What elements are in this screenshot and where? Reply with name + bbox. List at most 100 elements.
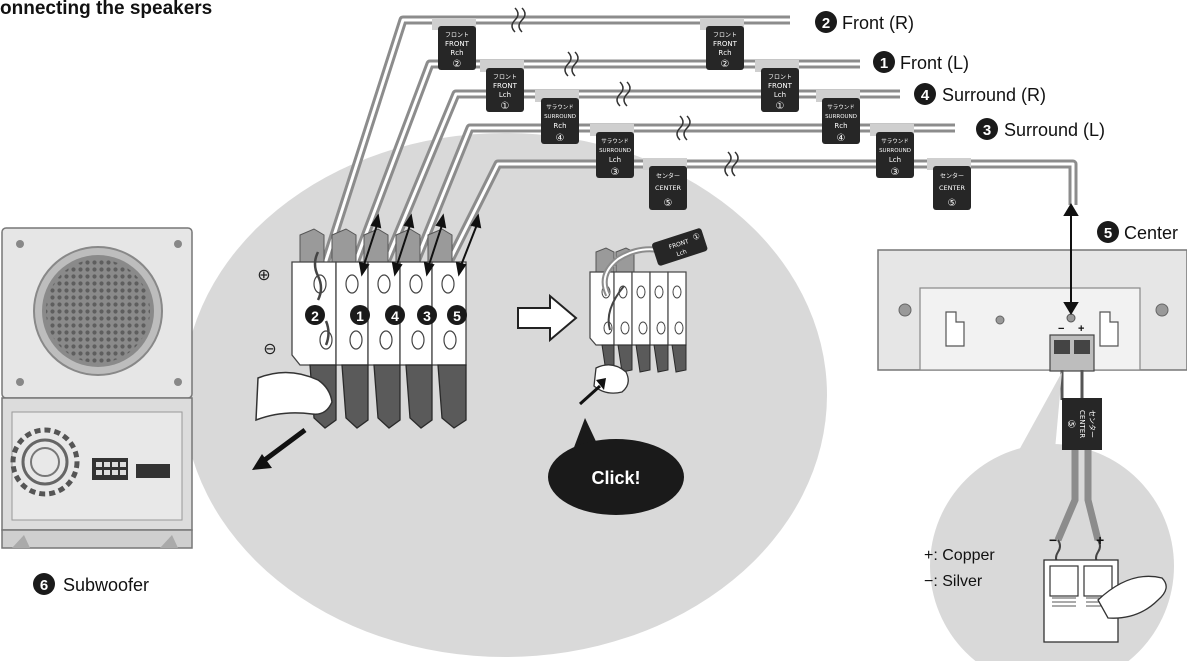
svg-text:①: ① xyxy=(692,231,702,242)
subwoofer-label: 6 Subwoofer xyxy=(33,573,149,595)
svg-text:FRONT: FRONT xyxy=(768,82,793,90)
page-title: onnecting the speakers xyxy=(0,0,213,19)
tag-surround-l-left: サラウンド SURROUND Lch ③ xyxy=(590,124,634,178)
svg-text:SURROUND: SURROUND xyxy=(825,114,857,120)
click-callout: Click! xyxy=(548,418,684,515)
svg-text:6: 6 xyxy=(40,577,48,594)
svg-text:①: ① xyxy=(776,101,785,112)
svg-text:Center: Center xyxy=(1124,223,1178,243)
channel-label-surround-r: 4 Surround (R) xyxy=(914,83,1046,105)
tag-surround-r-left: サラウンド SURROUND Rch ④ xyxy=(535,90,579,144)
center-wire-in-bubble: センター CENTER ⑤ − + xyxy=(1043,398,1167,643)
svg-text:Lch: Lch xyxy=(499,91,511,99)
svg-text:②: ② xyxy=(721,59,730,70)
svg-text:Front (L): Front (L) xyxy=(900,53,969,73)
svg-text:センター: センター xyxy=(656,172,680,180)
center-speaker: − + xyxy=(877,249,1187,372)
svg-text:CENTER: CENTER xyxy=(1078,410,1086,438)
svg-text:③: ③ xyxy=(611,167,620,178)
svg-text:Rch: Rch xyxy=(718,49,731,57)
terminal-magnifier-bubble xyxy=(144,133,827,657)
svg-text:⑤: ⑤ xyxy=(948,198,957,209)
svg-text:Subwoofer: Subwoofer xyxy=(63,575,149,595)
svg-text:SURROUND: SURROUND xyxy=(599,148,631,154)
tag-surround-r-right: サラウンド SURROUND Rch ④ xyxy=(816,90,860,144)
tag-center-right: センター CENTER ⑤ xyxy=(927,158,971,210)
svg-text:Front (R): Front (R) xyxy=(842,13,914,33)
svg-text:フロント: フロント xyxy=(768,74,792,81)
subwoofer xyxy=(1,227,193,549)
svg-text:−: − xyxy=(1049,532,1057,548)
svg-text:④: ④ xyxy=(556,133,565,144)
svg-text:3: 3 xyxy=(983,122,991,139)
svg-text:2: 2 xyxy=(822,15,830,32)
svg-text:1: 1 xyxy=(356,308,364,324)
svg-text:5: 5 xyxy=(453,308,461,324)
svg-text:2: 2 xyxy=(311,308,319,324)
tag-center-left: センター CENTER ⑤ xyxy=(643,158,687,210)
svg-text:FRONT: FRONT xyxy=(713,40,738,48)
svg-text:Lch: Lch xyxy=(889,156,901,164)
svg-text:サラウンド: サラウンド xyxy=(827,103,855,111)
svg-text:サラウンド: サラウンド xyxy=(601,137,629,145)
hand-icon xyxy=(255,371,333,422)
minus-terminal-symbol: ⊖ xyxy=(263,341,276,358)
next-step-arrow xyxy=(517,293,578,343)
svg-text:③: ③ xyxy=(891,167,900,178)
push-direction-arrow xyxy=(252,427,307,470)
svg-text:Lch: Lch xyxy=(609,156,621,164)
svg-text:フロント: フロント xyxy=(493,74,517,81)
terminal-block: ⊕ ⊖ xyxy=(252,213,482,470)
svg-text:Rch: Rch xyxy=(834,122,847,130)
svg-text:Surround (L): Surround (L) xyxy=(1004,120,1105,140)
svg-text:4: 4 xyxy=(921,87,930,104)
svg-text:4: 4 xyxy=(391,308,399,324)
svg-text:1: 1 xyxy=(880,55,888,72)
svg-text:Rch: Rch xyxy=(553,122,566,130)
tag-surround-l-right: サラウンド SURROUND Lch ③ xyxy=(870,124,914,178)
svg-text:サラウンド: サラウンド xyxy=(546,103,574,111)
svg-text:サラウンド: サラウンド xyxy=(881,137,909,145)
cable-tags: フロント FRONT Rch ② フロント FRONT Rch ② フロント F… xyxy=(432,18,971,210)
legend-copper: +: Copper xyxy=(924,547,995,564)
wire-color-legend: +: Copper −: Silver xyxy=(924,547,995,590)
legend-silver: −: Silver xyxy=(924,573,983,590)
svg-text:+: + xyxy=(1078,323,1084,335)
inserted-terminal-block: FRONT Lch ① xyxy=(578,228,708,406)
tag-front-l-left: フロント FRONT Lch ① xyxy=(480,60,524,112)
svg-text:Surround (R): Surround (R) xyxy=(942,85,1046,105)
tag-front-r-right: フロント FRONT Rch ② xyxy=(700,18,744,70)
svg-text:フロント: フロント xyxy=(445,32,469,39)
svg-text:CENTER: CENTER xyxy=(655,184,682,192)
svg-text:⑤: ⑤ xyxy=(664,198,673,209)
svg-text:+: + xyxy=(1096,532,1104,548)
svg-text:①: ① xyxy=(501,101,510,112)
svg-text:②: ② xyxy=(453,59,462,70)
svg-text:Rch: Rch xyxy=(450,49,463,57)
svg-text:④: ④ xyxy=(837,133,846,144)
channel-label-surround-l: 3 Surround (L) xyxy=(976,118,1105,140)
svg-text:SURROUND: SURROUND xyxy=(879,148,911,154)
terminal-order-badges: 2 1 4 3 5 xyxy=(305,305,467,325)
svg-text:センター: センター xyxy=(940,172,964,180)
plus-terminal-symbol: ⊕ xyxy=(257,267,270,284)
svg-text:Lch: Lch xyxy=(774,91,786,99)
svg-text:⑤: ⑤ xyxy=(1065,420,1076,429)
svg-text:SURROUND: SURROUND xyxy=(544,114,576,120)
center-wire-detail xyxy=(1060,370,1084,400)
center-connection-arrow xyxy=(1063,203,1079,315)
svg-text:CENTER: CENTER xyxy=(939,184,966,192)
svg-text:フロント: フロント xyxy=(713,32,737,39)
channel-label-center: 5 Center xyxy=(1097,221,1178,243)
svg-text:センター: センター xyxy=(1088,410,1097,438)
svg-text:−: − xyxy=(1058,323,1064,335)
svg-text:3: 3 xyxy=(423,308,431,324)
svg-text:Click!: Click! xyxy=(591,468,640,488)
channel-label-front-l: 1 Front (L) xyxy=(873,51,969,73)
svg-text:5: 5 xyxy=(1104,225,1112,242)
tag-front-l-right: フロント FRONT Lch ① xyxy=(755,60,799,112)
svg-text:FRONT: FRONT xyxy=(493,82,518,90)
svg-text:FRONT: FRONT xyxy=(445,40,470,48)
channel-label-front-r: 2 Front (R) xyxy=(815,11,914,33)
